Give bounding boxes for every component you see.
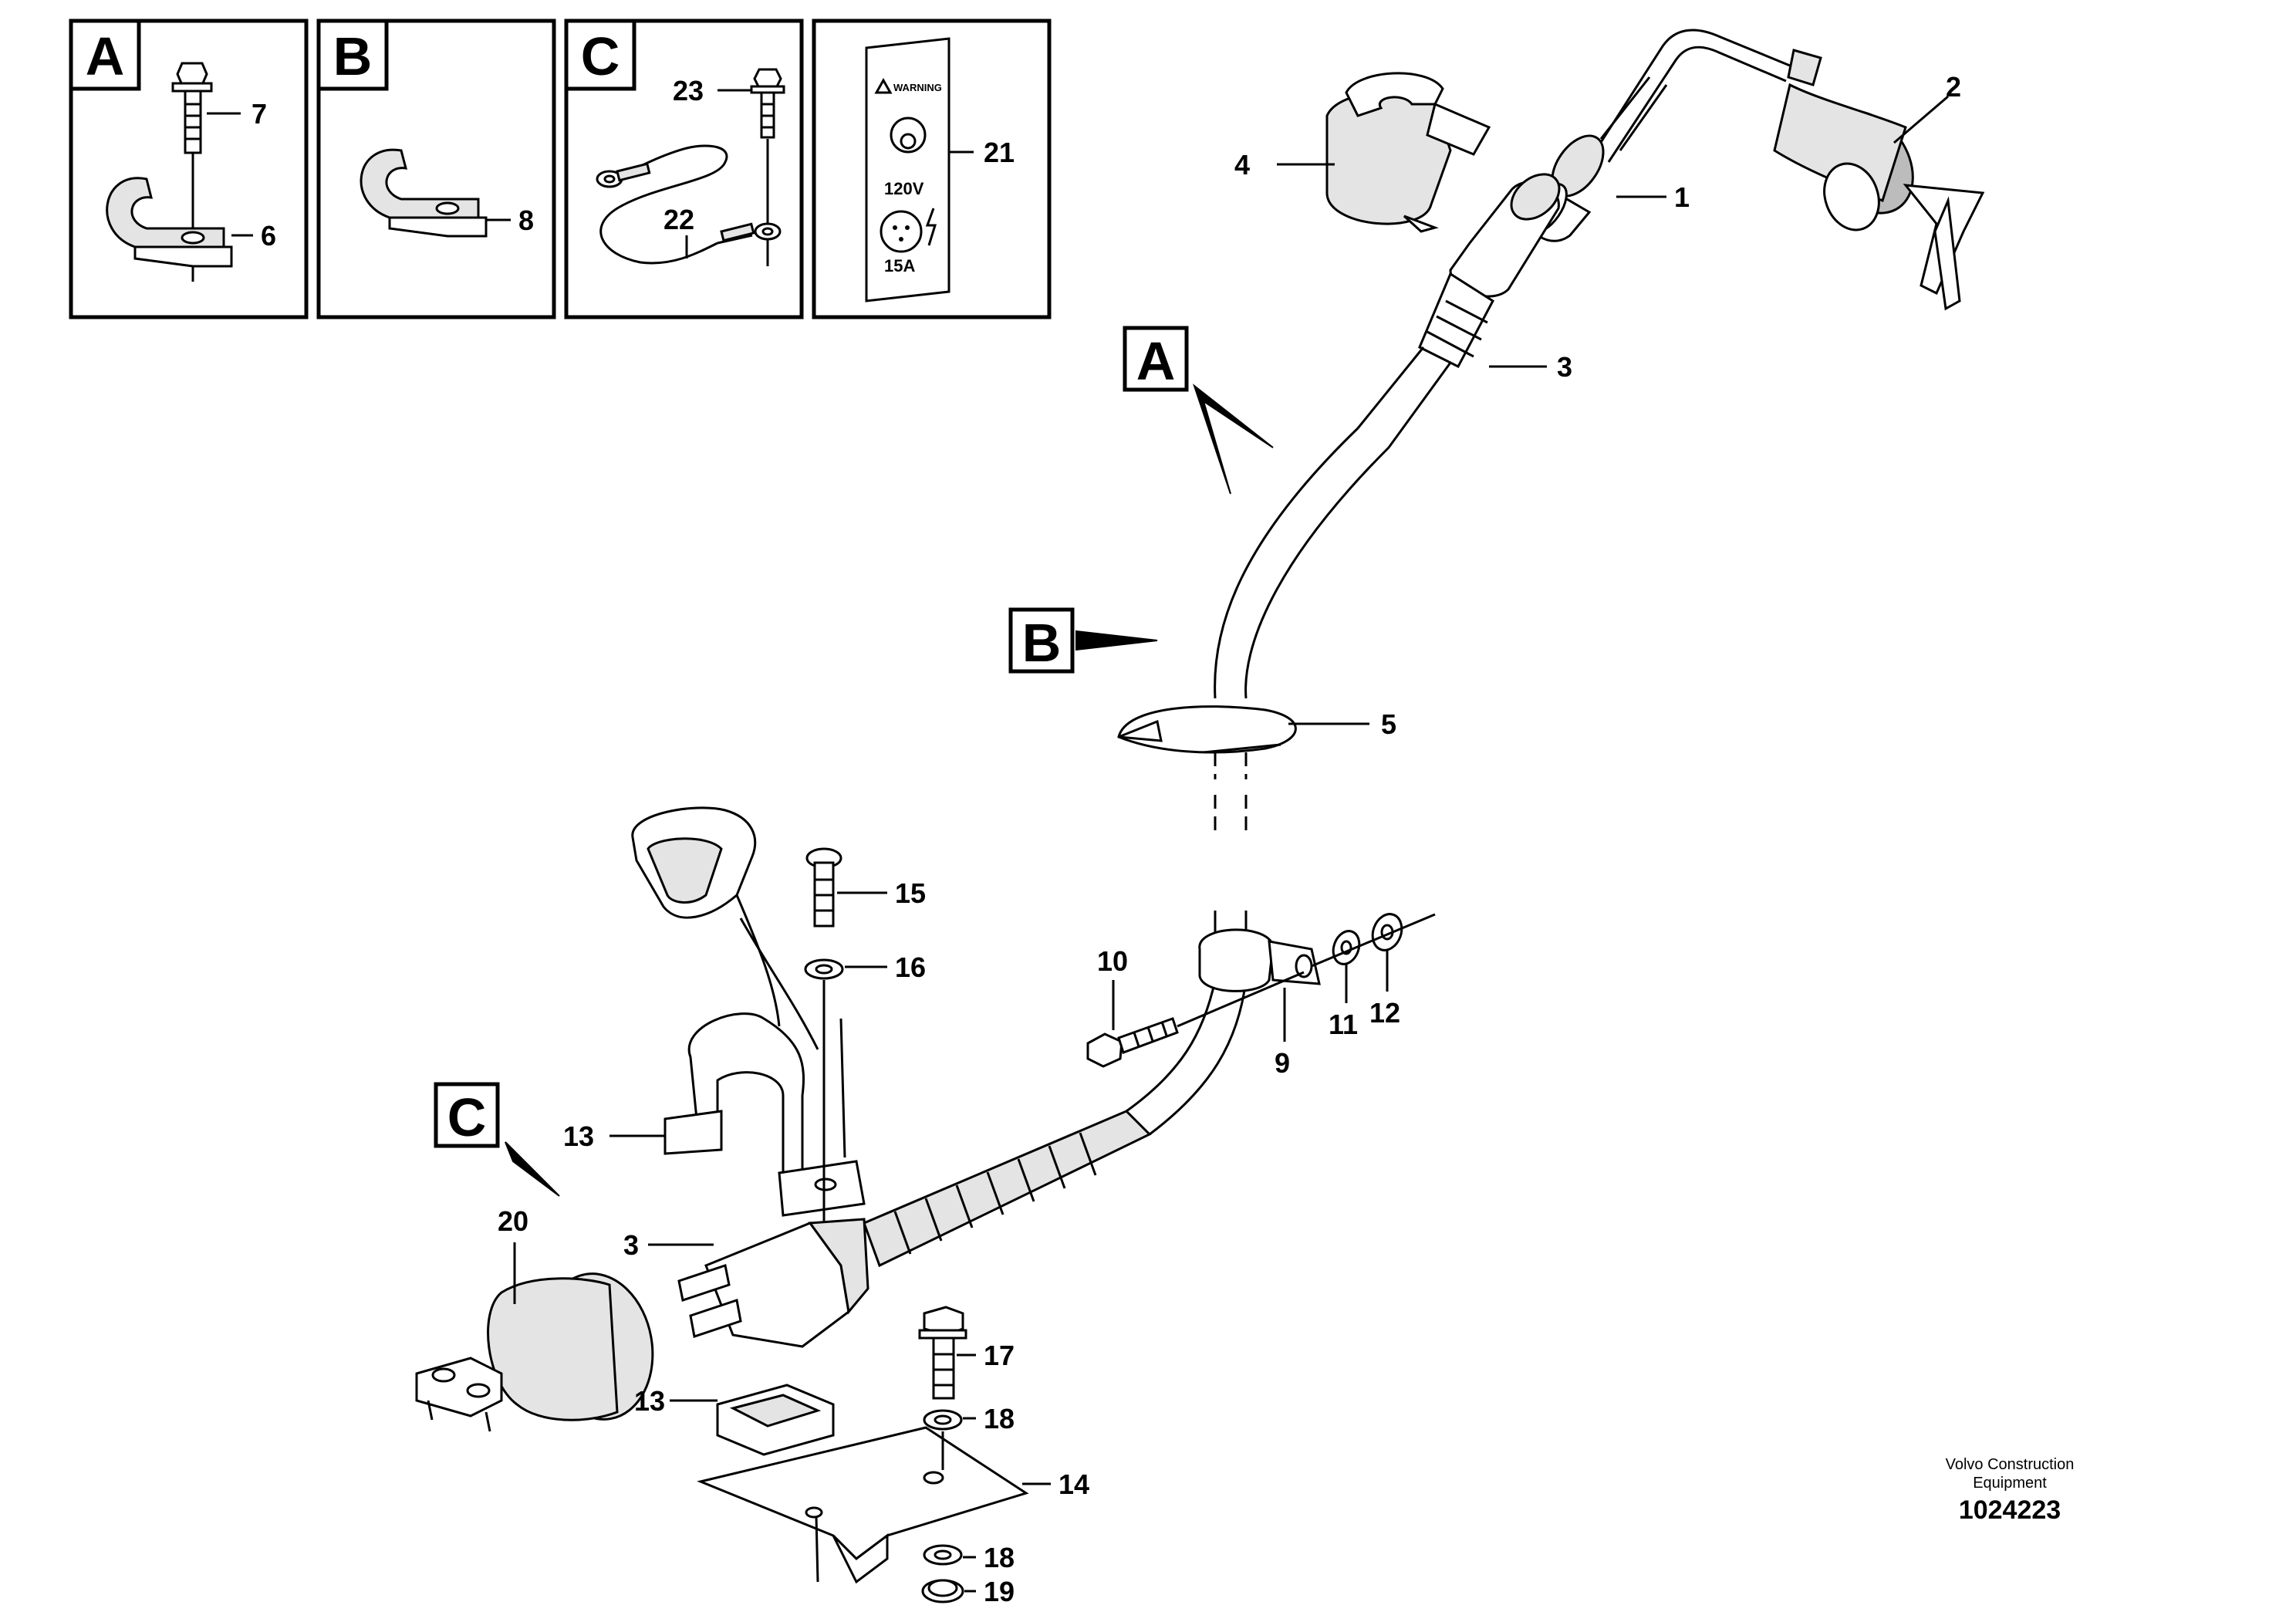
svg-text:B: B bbox=[1022, 613, 1062, 673]
callout-6: 6 bbox=[261, 220, 276, 252]
housing-cover bbox=[631, 806, 819, 1050]
decal-warning-text: WARNING bbox=[893, 82, 942, 93]
callout-18-top: 18 bbox=[984, 1403, 1015, 1434]
callout-22: 22 bbox=[663, 204, 694, 235]
detail-panel-b: B 8 bbox=[316, 19, 556, 319]
panel-c-letter: C bbox=[581, 26, 620, 86]
svg-text:C: C bbox=[447, 1087, 487, 1147]
plug-3-top bbox=[1356, 173, 1561, 448]
washer-18-bottom bbox=[923, 1544, 963, 1566]
callout-11: 11 bbox=[1329, 1009, 1358, 1040]
bolt-10 bbox=[1086, 971, 1305, 1068]
document-number: 1024223 bbox=[1959, 1495, 2061, 1525]
view-marker-c: C bbox=[434, 1082, 560, 1197]
callout-18-bottom: 18 bbox=[984, 1542, 1015, 1573]
detail-panel-c: C 23 22 bbox=[564, 19, 804, 319]
callout-2: 2 bbox=[1946, 71, 1961, 103]
flange-bolt-7 bbox=[171, 62, 213, 282]
callout-15: 15 bbox=[895, 877, 926, 909]
detail-panel-decal: WARNING 120V 15A 21 bbox=[812, 19, 1052, 319]
nut-19 bbox=[921, 1579, 964, 1603]
detail-panel-a: A 7 6 bbox=[69, 19, 309, 319]
callout-12: 12 bbox=[1369, 997, 1400, 1029]
panel-b-letter: B bbox=[333, 26, 373, 86]
mounting-plate-14 bbox=[697, 1426, 1029, 1584]
bracket-13-bottom bbox=[716, 1384, 835, 1456]
bracket-13-top bbox=[663, 1012, 866, 1217]
p-clamp-6 bbox=[106, 177, 233, 268]
plug-3-bottom bbox=[677, 1218, 869, 1348]
callout-16: 16 bbox=[895, 951, 926, 983]
svg-text:A: A bbox=[1136, 331, 1176, 391]
callout-17: 17 bbox=[984, 1340, 1015, 1371]
rubber-sleeve-4 bbox=[1325, 72, 1491, 233]
callout-19: 19 bbox=[984, 1576, 1015, 1607]
callout-13-bottom: 13 bbox=[634, 1385, 665, 1417]
decal-voltage-text: 120V bbox=[884, 179, 924, 198]
view-marker-a: A bbox=[1123, 326, 1274, 495]
callout-13-top: 13 bbox=[563, 1120, 594, 1152]
callout-20: 20 bbox=[498, 1205, 528, 1237]
callout-9: 9 bbox=[1275, 1047, 1290, 1079]
ground-cable-22 bbox=[596, 144, 782, 265]
screw-15 bbox=[805, 847, 842, 928]
callout-4: 4 bbox=[1234, 149, 1250, 181]
callout-3-top: 3 bbox=[1557, 351, 1572, 383]
socket-2 bbox=[1592, 29, 1985, 311]
washer-18-top bbox=[923, 1409, 963, 1470]
ground-screw-23 bbox=[750, 68, 785, 266]
panel-a-letter: A bbox=[86, 26, 125, 86]
callout-1: 1 bbox=[1674, 181, 1690, 213]
callout-3-bottom: 3 bbox=[623, 1229, 639, 1261]
view-marker-b: B bbox=[1008, 607, 1158, 674]
warning-decal-21: WARNING 120V 15A bbox=[865, 37, 950, 302]
callout-7: 7 bbox=[252, 98, 267, 130]
footer-block: Volvo Construction Equipment 1024223 bbox=[1946, 1456, 2075, 1525]
callout-14: 14 bbox=[1059, 1468, 1089, 1500]
cable-tie-5 bbox=[1117, 705, 1297, 754]
callout-5: 5 bbox=[1381, 708, 1396, 740]
bolt-17 bbox=[918, 1306, 967, 1400]
nut-12 bbox=[1311, 913, 1436, 968]
callout-8: 8 bbox=[518, 204, 534, 236]
washer-11 bbox=[1332, 930, 1361, 965]
clip-9 bbox=[1198, 928, 1321, 992]
callout-21: 21 bbox=[984, 137, 1015, 168]
protective-cap-20 bbox=[415, 1272, 654, 1432]
callout-10: 10 bbox=[1097, 945, 1128, 977]
power-cable-3 bbox=[863, 427, 1390, 1268]
callout-23: 23 bbox=[673, 75, 704, 106]
callouts: 1 2 3 4 5 9 10 11 12 13 3 13 14 bbox=[498, 71, 1961, 1607]
company-line-2: Equipment bbox=[1973, 1475, 2047, 1492]
company-line-1: Volvo Construction bbox=[1946, 1456, 2075, 1473]
p-clamp-8 bbox=[360, 148, 488, 238]
decal-current-text: 15A bbox=[884, 256, 915, 275]
